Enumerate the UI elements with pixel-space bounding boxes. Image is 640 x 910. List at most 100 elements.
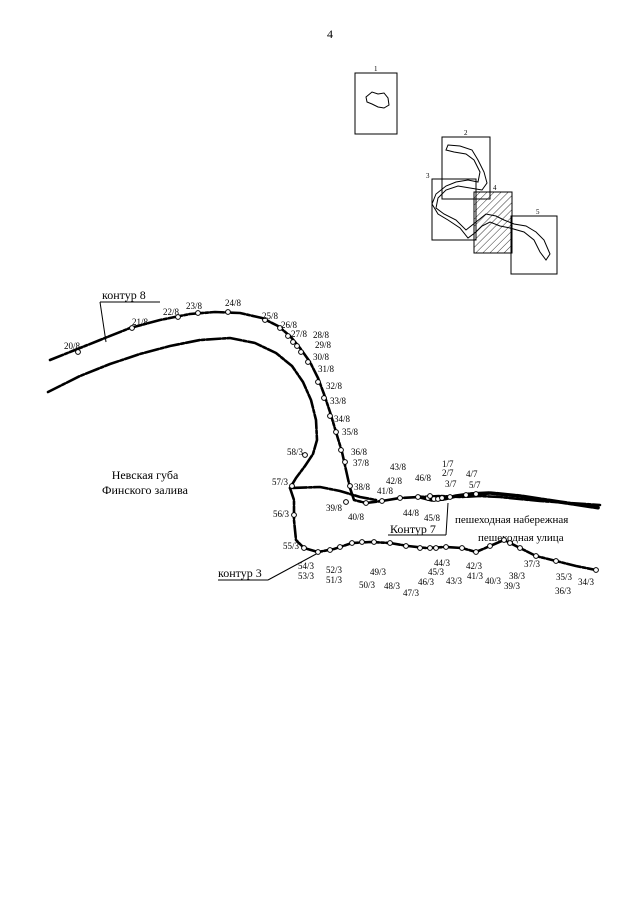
point-label-29-8: 29/8 (315, 340, 332, 350)
marker-40-3 (487, 543, 493, 549)
point-label-3-7: 3/7 (445, 479, 457, 489)
point-label-34-8: 34/8 (334, 414, 351, 424)
point-label-30-8: 30/8 (313, 352, 330, 362)
contour-connector (288, 486, 306, 550)
index-label-5: 5 (536, 208, 540, 216)
marker-40-8 (363, 500, 369, 506)
marker-29-8 (294, 343, 300, 349)
point-label-49-3: 49/3 (370, 567, 387, 577)
marker-32-8 (315, 379, 321, 385)
point-label-26-8: 26/8 (281, 320, 298, 330)
point-label-37-8: 37/8 (353, 458, 370, 468)
marker-46-8 (427, 493, 433, 499)
marker-35-3 (553, 558, 559, 564)
point-label-44-3: 44/3 (434, 558, 451, 568)
point-label-39-8: 39/8 (326, 503, 343, 513)
index-label-2: 2 (464, 129, 468, 137)
marker-50-3 (359, 539, 365, 545)
point-label-52-3: 52/3 (326, 565, 343, 575)
point-label-41-8: 41/8 (377, 486, 394, 496)
point-label-36-3: 36/3 (555, 586, 572, 596)
marker-47-3 (403, 543, 409, 549)
point-label-42-3: 42/3 (466, 561, 483, 571)
marker-3-7 (447, 494, 453, 500)
marker-43-8 (415, 494, 421, 500)
marker-38-8 (347, 483, 353, 489)
marker-33-8 (321, 395, 327, 401)
point-label-39-3: 39/3 (504, 581, 521, 591)
marker-31-8 (305, 359, 311, 365)
embankment-label: пешеходная набережная (455, 514, 568, 526)
marker-53-3 (327, 547, 333, 553)
contour-8-inner (46, 336, 378, 502)
marker-34-8 (327, 413, 333, 419)
marker-25-8 (262, 317, 268, 323)
point-label-46-8: 46/8 (415, 473, 432, 483)
bay-label-line2: Финского залива (102, 483, 189, 497)
contour-7-label: Контур 7 (390, 522, 436, 536)
point-label-53-3: 53/3 (298, 571, 315, 581)
point-label-38-3: 38/3 (509, 571, 526, 581)
point-label-33-8: 33/8 (330, 396, 347, 406)
contour-3-label: контур 3 (218, 566, 262, 580)
marker-58-3 (302, 452, 308, 458)
marker-48-3 (387, 540, 393, 546)
marker-36-3 (533, 553, 539, 559)
contour-7-leader (445, 502, 449, 536)
marker-54-3 (315, 549, 321, 555)
point-label-45-8: 45/8 (424, 513, 441, 523)
point-label-55-3: 55/3 (283, 541, 300, 551)
marker-30-8 (298, 349, 304, 355)
point-label-47-3: 47/3 (403, 588, 420, 598)
contour-3 (302, 538, 598, 572)
point-label-21-8: 21/8 (132, 317, 149, 327)
contour-8-leader (99, 301, 107, 343)
marker-55-3 (301, 545, 307, 551)
index-label-1: 1 (374, 65, 378, 73)
point-label-35-3: 35/3 (556, 572, 573, 582)
street-label: пешеходная улица (478, 532, 564, 544)
point-label-20-8: 20/8 (64, 341, 81, 351)
point-label-24-8: 24/8 (225, 298, 242, 308)
marker-20-8 (75, 349, 81, 355)
index-sheet-2 (441, 136, 491, 200)
marker-37-3 (517, 545, 523, 551)
point-label-2-7: 2/7 (442, 468, 454, 478)
marker-42-8 (397, 495, 403, 501)
index-map: 1 2 3 4 5 (354, 65, 558, 275)
point-label-25-8: 25/8 (262, 311, 279, 321)
point-label-22-8: 22/8 (163, 307, 180, 317)
marker-43-3 (443, 544, 449, 550)
marker-39-8 (343, 499, 349, 505)
point-label-48-3: 48/3 (384, 581, 401, 591)
point-label-28-8: 28/8 (313, 330, 330, 340)
marker-37-8 (342, 459, 348, 465)
point-label-35-8: 35/8 (342, 427, 359, 437)
marker-57-3 (289, 483, 295, 489)
index-label-4: 4 (493, 184, 497, 192)
page-number: 4 (327, 27, 333, 41)
marker-22-8 (175, 314, 181, 320)
point-label-4-7: 4/7 (466, 469, 478, 479)
point-label-40-8: 40/8 (348, 512, 365, 522)
point-label-44-8: 44/8 (403, 508, 420, 518)
marker-24-8 (225, 309, 231, 315)
marker-2-7 (439, 495, 445, 501)
point-label-23-8: 23/8 (186, 301, 203, 311)
point-label-54-3: 54/3 (298, 561, 315, 571)
point-label-45-3: 45/3 (428, 567, 445, 577)
index-sheet-4-current (473, 191, 513, 254)
point-label-42-8: 42/8 (386, 476, 403, 486)
marker-36-8 (338, 447, 344, 453)
marker-35-8 (333, 429, 339, 435)
point-label-38-8: 38/8 (354, 482, 371, 492)
point-label-41-3: 41/3 (467, 571, 484, 581)
point-label-36-8: 36/8 (351, 447, 368, 457)
marker-27-8 (285, 333, 291, 339)
index-river-outline (431, 144, 551, 261)
marker-46-3 (417, 545, 423, 551)
point-label-40-3: 40/3 (485, 576, 502, 586)
point-label-32-8: 32/8 (326, 381, 343, 391)
marker-5-7 (473, 491, 479, 497)
